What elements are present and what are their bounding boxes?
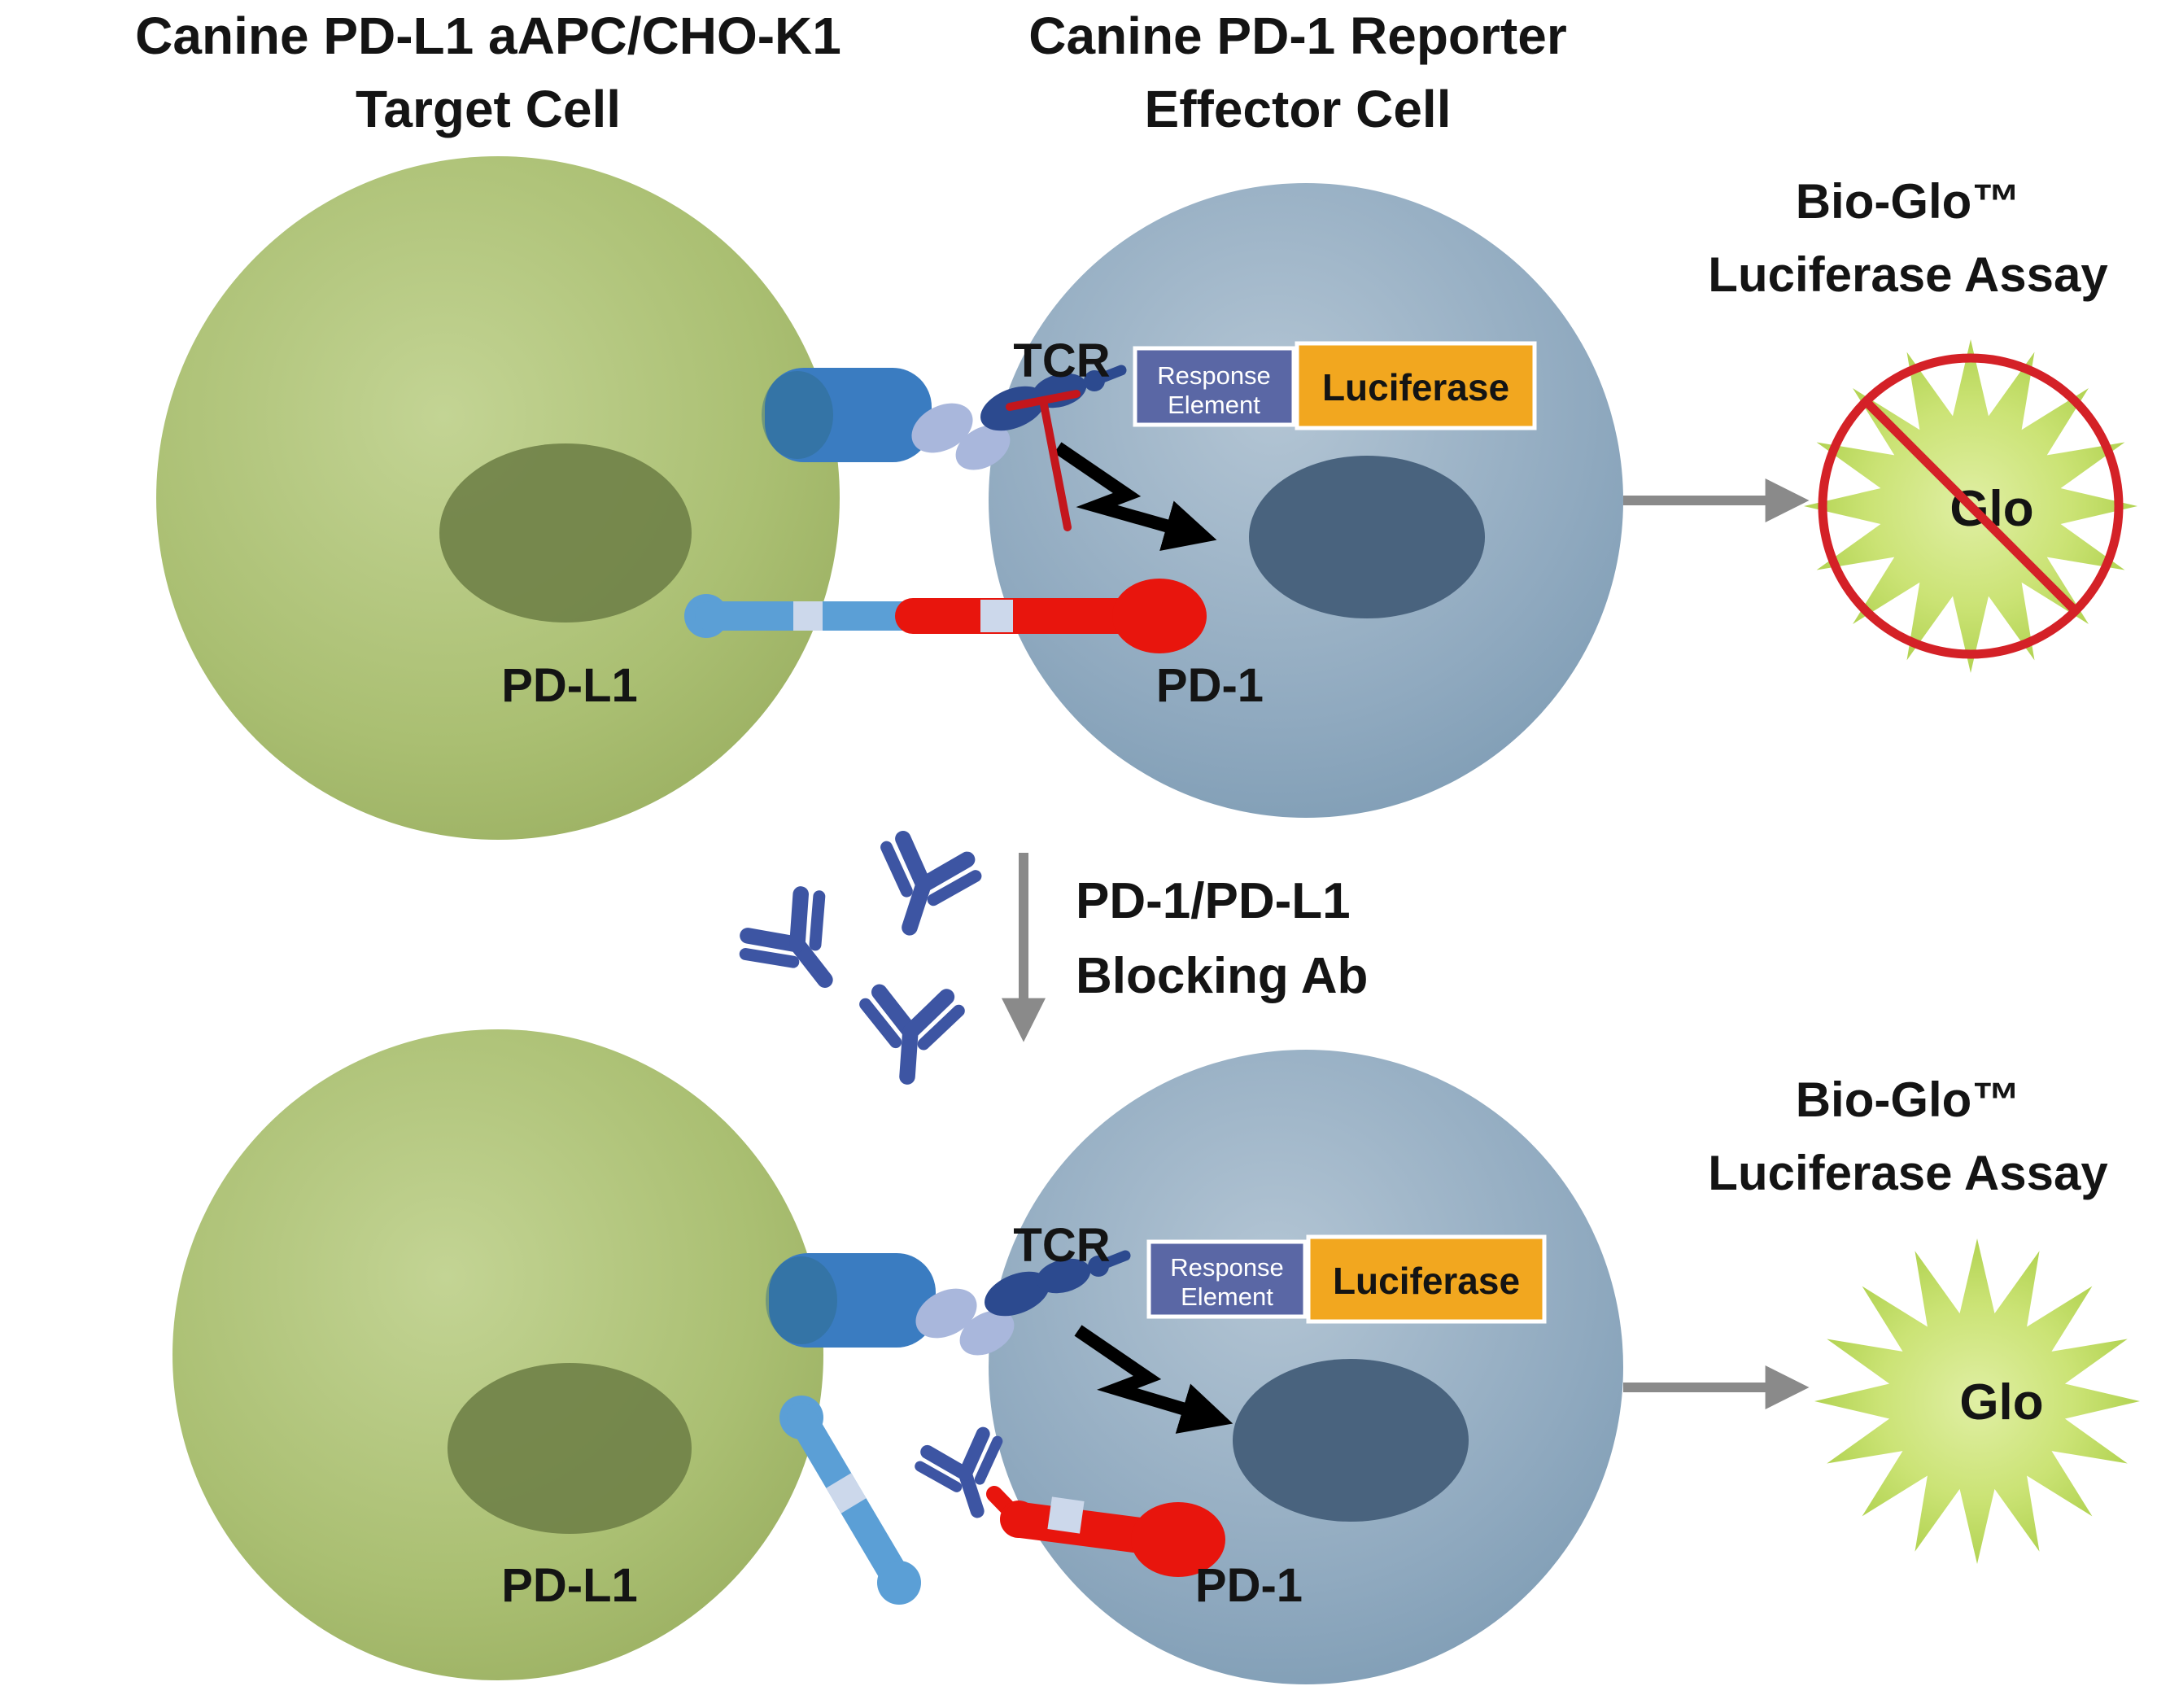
panel-bottom: Response Element Luciferase TCR PD-L1 PD…	[172, 1029, 2140, 1684]
response-element-label-line1: Response	[1157, 361, 1271, 390]
signal-bolt-active	[1074, 1325, 1233, 1434]
pdl1-label: PD-L1	[501, 1559, 638, 1612]
pd1-ig-domain	[980, 600, 1013, 632]
response-element-label-line2: Element	[1168, 391, 1260, 419]
effector-cell-nucleus	[1249, 456, 1485, 618]
tcr-label: TCR	[1013, 1219, 1110, 1272]
blocking-step: PD-1/PD-L1 Blocking Ab	[737, 835, 1368, 1080]
target-cell-title-line1: Canine PD-L1 aAPC/CHO-K1	[135, 7, 841, 65]
pd1-receptor-anchor	[1112, 579, 1207, 653]
blocking-antibody-icon	[865, 835, 980, 942]
blocking-ab-label-line2: Blocking Ab	[1076, 948, 1368, 1004]
response-element-box	[1146, 1239, 1308, 1319]
assay-title-line1: Bio-Glo™	[1796, 174, 2021, 229]
effector-cell-title-line2: Effector Cell	[1145, 80, 1452, 138]
pdl1-ig-domain	[793, 601, 823, 631]
pd1-label: PD-1	[1195, 1559, 1303, 1612]
luciferase-box	[1295, 341, 1537, 430]
pd1-receptor-blocked	[986, 1486, 1225, 1577]
panel-top: Response Element Luciferase TCR PD-L1 PD…	[156, 156, 2137, 840]
pd1-ig-domain	[1047, 1496, 1085, 1534]
assay-title-line2: Luciferase Assay	[1708, 1146, 2108, 1200]
blocking-antibody-icon	[861, 991, 960, 1080]
effector-cell-nucleus	[1233, 1359, 1469, 1522]
pd1-label: PD-1	[1156, 659, 1264, 712]
effector-cell-title-line1: Canine PD-1 Reporter	[1028, 7, 1566, 65]
signal-bolt-blocked	[1054, 442, 1217, 552]
response-element-label-line1: Response	[1170, 1253, 1284, 1282]
response-element-label-line2: Element	[1181, 1282, 1273, 1311]
pdl1-receptor-free	[779, 1396, 921, 1605]
assay-title-line1: Bio-Glo™	[1796, 1072, 2021, 1127]
luciferase-label: Luciferase	[1322, 366, 1509, 408]
target-cell-nucleus	[439, 443, 692, 622]
luciferase-label: Luciferase	[1333, 1260, 1520, 1302]
no-signal-icon	[1818, 353, 2124, 659]
target-cell-title-line2: Target Cell	[356, 80, 621, 138]
pd1-pdl1-bound-receptors	[684, 579, 1207, 653]
pdl1-label: PD-L1	[501, 659, 638, 712]
target-cell-nucleus	[448, 1363, 692, 1534]
pdl1-ig-domain	[826, 1473, 867, 1514]
inhibition-bar-stem	[1039, 396, 1072, 531]
blocking-antibody-icon	[737, 886, 862, 1009]
inhibition-bar-cap	[1006, 390, 1081, 411]
tcr-label: TCR	[1013, 334, 1110, 387]
glo-label: Glo	[1959, 1374, 2043, 1431]
luciferase-box	[1306, 1234, 1547, 1324]
response-element-box	[1133, 346, 1296, 427]
blocking-ab-label-line1: PD-1/PD-L1	[1076, 873, 1351, 929]
target-cell	[172, 1029, 823, 1680]
assay-title-line2: Luciferase Assay	[1708, 247, 2108, 302]
